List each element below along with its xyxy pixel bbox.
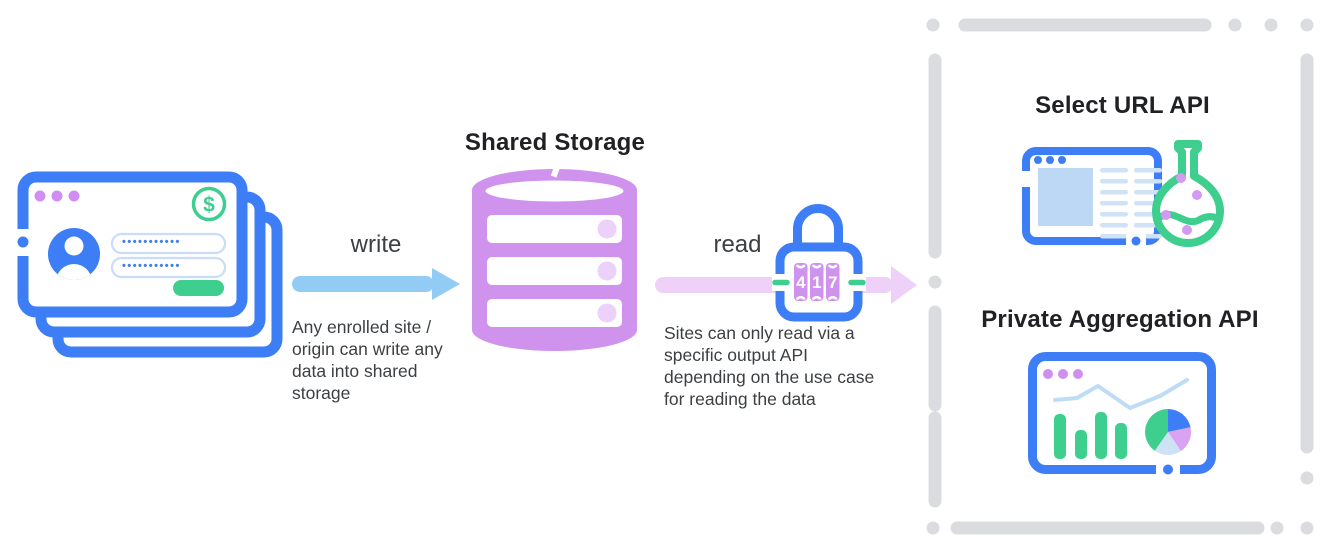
flask-bubbles	[1161, 173, 1202, 235]
window-dots-icon	[1034, 156, 1066, 164]
database-icon	[472, 162, 637, 351]
select-url-api-title: Select URL API	[1035, 92, 1210, 119]
avatar-icon	[48, 228, 100, 280]
password-field-1: •••••••••••	[110, 232, 227, 255]
read-desc-line: Sites can only read via a	[664, 323, 855, 343]
password-field-2: •••••••••••	[110, 256, 227, 279]
dashboard-chart-icon	[1028, 352, 1216, 476]
lock-digit-1: 4	[796, 273, 806, 292]
dollar-icon: $	[191, 186, 227, 222]
write-description: Any enrolled site / origin can write any…	[292, 316, 443, 404]
write-desc-line: Any enrolled site /	[292, 317, 432, 337]
border-dot	[17, 236, 29, 248]
shared-storage-title: Shared Storage	[464, 129, 646, 156]
line-chart	[1053, 378, 1189, 410]
pie-chart	[1145, 409, 1192, 456]
window-dots-icon	[1043, 369, 1083, 379]
submit-button-icon	[173, 280, 224, 296]
read-label: read	[713, 231, 762, 258]
write-arrow-icon	[292, 268, 460, 300]
database-bands	[487, 215, 622, 327]
lock-digit-3: 7	[828, 273, 837, 292]
write-desc-line: storage	[292, 383, 351, 403]
lock-dials: 4 1 7	[794, 263, 840, 301]
combination-lock-icon: 4 1 7	[772, 204, 866, 322]
browser-flask-icon	[1018, 140, 1224, 248]
bar-chart	[1054, 412, 1127, 459]
browser-windows-stack-icon: $ ••••••••••• •••••••••••	[15, 171, 283, 358]
write-desc-line: data into shared	[292, 361, 418, 381]
read-desc-line: depending on the use case	[664, 367, 875, 387]
database-lights	[597, 219, 617, 323]
read-desc-line: specific output API	[664, 345, 808, 365]
write-desc-line: origin can write any	[292, 339, 443, 359]
window-dots-icon	[34, 190, 80, 202]
private-aggregation-api-title: Private Aggregation API	[981, 306, 1259, 333]
lock-shackle	[793, 204, 843, 255]
password-dots: •••••••••••	[122, 236, 181, 248]
content-block	[1038, 168, 1093, 226]
flask-icon	[1152, 140, 1224, 247]
read-description: Sites can only read via a specific outpu…	[664, 322, 874, 410]
dashed-boundary-border	[926, 18, 1314, 535]
password-dots: •••••••••••	[122, 260, 181, 272]
write-label: write	[350, 231, 402, 258]
lock-digit-2: 1	[812, 273, 821, 292]
dollar-glyph: $	[203, 194, 215, 217]
text-lines	[1100, 168, 1162, 239]
read-desc-line: for reading the data	[664, 389, 816, 409]
